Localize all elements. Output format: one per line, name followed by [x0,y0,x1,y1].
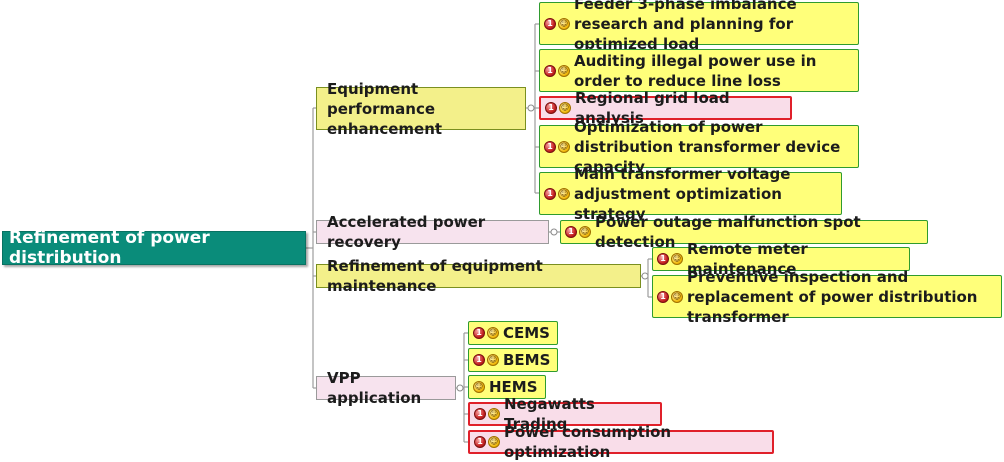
leaf-auditing-illegal-power[interactable]: 1☺ Auditing illegal power use in order t… [539,49,859,92]
branch-equipment-maintenance[interactable]: Refinement of equipment maintenance [316,257,641,295]
branch-label: Accelerated power recovery [327,213,486,251]
collapse-dot [550,228,558,236]
priority-icon: 1 [545,102,557,114]
branch-equipment-performance[interactable]: Equipment performance enhancement [316,80,526,138]
leaf-label: BEMS [503,351,551,369]
smiley-icon: ☺ [579,226,591,238]
branch-label: VPP application [327,369,422,407]
leaf-label: Optimization of power distribution trans… [574,117,841,176]
smiley-icon: ☺ [473,381,485,393]
leaf-label: HEMS [489,378,538,396]
smiley-icon: ☺ [558,140,570,153]
smiley-icon: ☺ [488,436,500,448]
smiley-icon: ☺ [487,354,499,366]
leaf-label: Remote meter maintenance [687,240,808,278]
priority-icon: 1 [544,140,556,153]
smiley-icon: ☺ [559,102,571,114]
leaf-feeder-imbalance[interactable]: 1☺ Feeder 3-phase imbalance research and… [539,0,859,53]
leaf-power-consumption-optimization[interactable]: 1☺ Power consumption optimization [468,423,774,461]
leaf-regional-grid-load[interactable]: 1☺ Regional grid load analysis [539,89,792,127]
leaf-label: Auditing illegal power use in order to r… [574,51,817,90]
priority-icon: 1 [657,290,669,303]
root-node[interactable]: Refinement of power distribution [2,228,306,268]
leaf-label: CEMS [503,324,550,342]
leaf-voltage-adjustment[interactable]: 1☺ Main transformer voltage adjustment o… [539,165,842,223]
priority-icon: 1 [474,436,486,448]
leaf-negawatts-trading[interactable]: 1☺ Negawatts Trading [468,395,662,433]
branch-label: Equipment performance enhancement [327,79,443,138]
leaf-label: Main transformer voltage adjustment opti… [574,164,791,223]
priority-icon: 1 [544,64,556,77]
collapse-dot [527,104,535,112]
priority-icon: 1 [657,253,669,265]
smiley-icon: ☺ [558,17,570,30]
smiley-icon: ☺ [558,187,570,200]
leaf-remote-meter[interactable]: 1☺ Remote meter maintenance [652,240,910,278]
root-label: Refinement of power distribution [9,228,210,268]
collapse-dot [456,384,464,392]
branch-label: Refinement of equipment maintenance [327,257,543,295]
smiley-icon: ☺ [487,327,499,339]
priority-icon: 1 [474,408,486,420]
priority-icon: 1 [544,187,556,200]
leaf-cems[interactable]: 1☺ CEMS [468,321,558,345]
leaf-label: Power consumption optimization [504,423,672,461]
leaf-label: Power outage malfunction spot detection [595,213,861,251]
leaf-transformer-capacity[interactable]: 1☺ Optimization of power distribution tr… [539,118,859,176]
leaf-label: Feeder 3-phase imbalance research and pl… [574,0,797,53]
smiley-icon: ☺ [671,253,683,265]
leaf-bems[interactable]: 1☺ BEMS [468,348,558,372]
leaf-outage-detection[interactable]: 1☺ Power outage malfunction spot detecti… [560,213,928,251]
leaf-label: Preventive inspection and replacement of… [687,267,978,326]
leaf-label: Regional grid load analysis [575,89,730,127]
smiley-icon: ☺ [488,408,500,420]
priority-icon: 1 [565,226,577,238]
collapse-dot [641,272,649,280]
smiley-icon: ☺ [671,290,683,303]
leaf-hems[interactable]: ☺ HEMS [468,375,546,399]
leaf-preventive-inspection[interactable]: 1☺ Preventive inspection and replacement… [652,268,1002,326]
priority-icon: 1 [473,354,485,366]
priority-icon: 1 [544,17,556,30]
leaf-label: Negawatts Trading [504,395,595,433]
priority-icon: 1 [473,327,485,339]
smiley-icon: ☺ [558,64,570,77]
branch-vpp-application[interactable]: VPP application [316,369,456,407]
branch-accelerated-recovery[interactable]: Accelerated power recovery [316,213,549,251]
